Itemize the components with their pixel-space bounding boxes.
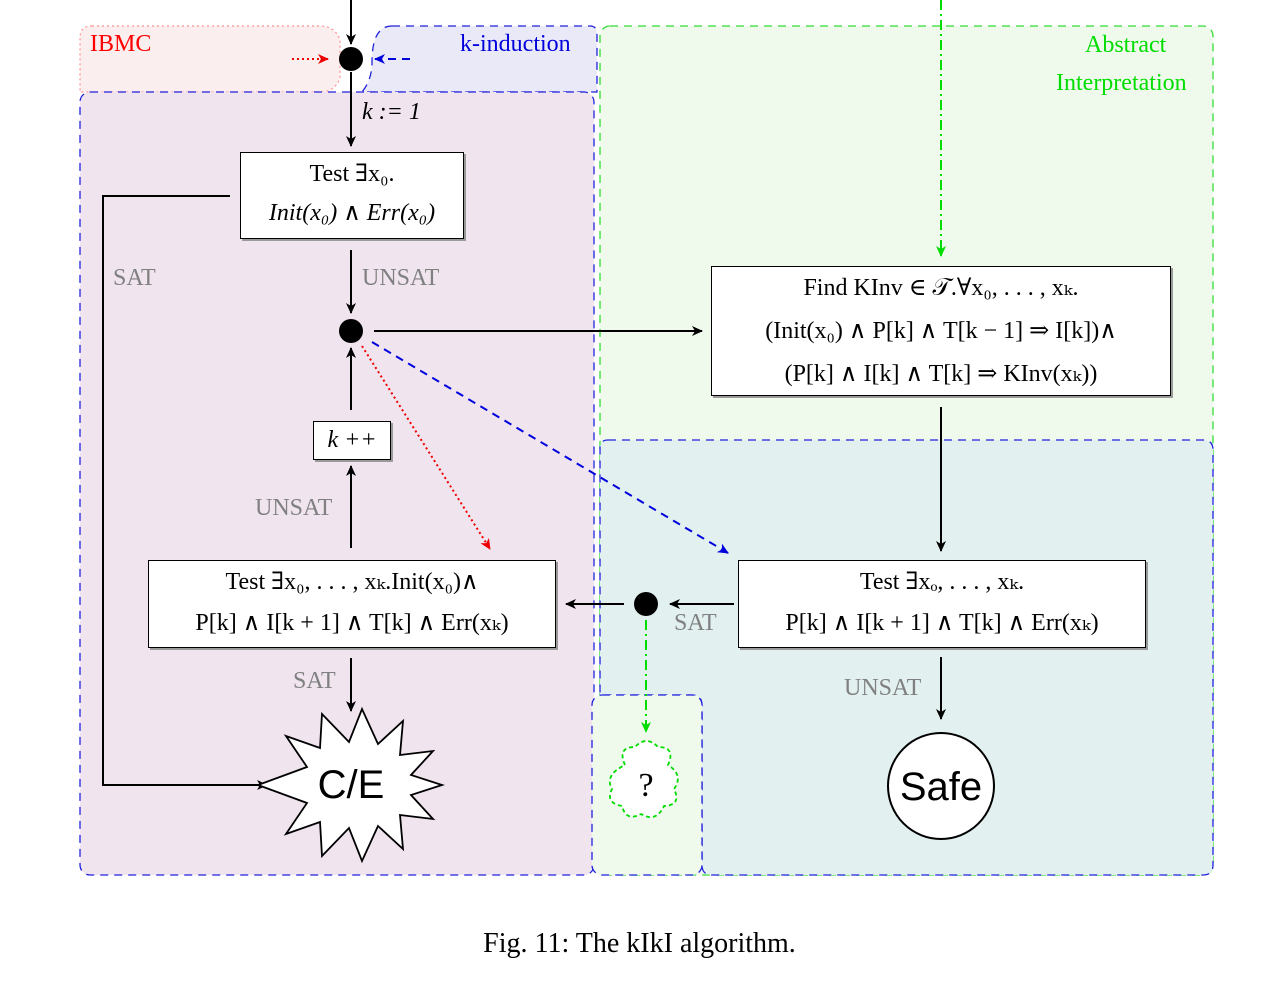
test-init-node: Test ∃x₀. Init(x₀) ∧ Err(x₀) <box>240 152 464 239</box>
ibmc-region <box>79 91 595 876</box>
safe-circle <box>887 732 995 840</box>
test-kind-line2: P[k] ∧ I[k + 1] ∧ T[k] ∧ Err(xₖ) <box>785 610 1099 636</box>
sat-junction <box>634 592 658 616</box>
kinduction-lower-region <box>599 439 1214 876</box>
counterexample-label: C/E <box>317 763 385 807</box>
unsat-left-label: UNSAT <box>255 495 333 521</box>
loop-junction <box>339 319 363 343</box>
init-k-label: k := 1 <box>362 99 421 125</box>
find-kinv-line2: (Init(x₀) ∧ P[k] ∧ T[k − 1] ⇒ I[k])∧ <box>765 318 1117 344</box>
test-bmc-node: Test ∃x₀, . . . , xₖ.Init(x₀)∧ P[k] ∧ I[… <box>148 560 556 648</box>
test-bmc-line1: Test ∃x₀, . . . , xₖ.Init(x₀)∧ <box>225 569 479 595</box>
test-kind-line1: Test ∃xₒ, . . . , xₖ. <box>859 569 1025 595</box>
start-junction <box>339 47 363 71</box>
abstract-label-line1: Abstract <box>1085 32 1167 58</box>
test-init-line2: Init(x₀) ∧ Err(x₀) <box>268 200 436 226</box>
figure-caption: Fig. 11: The kIkI algorithm. <box>483 928 796 959</box>
counterexample-starburst <box>255 706 445 864</box>
sat-bottom-label: SAT <box>293 668 336 694</box>
find-kinv-line1: Find KInv ∈ 𝒯.∀x₀, . . . , xₖ. <box>803 275 1079 301</box>
abstract-label-line2: Interpretation <box>1056 70 1187 96</box>
kinduction-region-tab <box>360 25 598 93</box>
unknown-label: ? <box>638 767 654 804</box>
unknown-cloud <box>608 740 679 818</box>
safe-label: Safe <box>899 765 983 809</box>
find-kinv-line3: (P[k] ∧ I[k] ∧ T[k] ⇒ KInv(xₖ)) <box>784 361 1098 387</box>
black-edges <box>102 0 946 790</box>
unsat-right-label: UNSAT <box>844 675 922 701</box>
ibmc-label: IBMC <box>90 31 152 57</box>
k-increment-node: k ++ <box>313 421 391 460</box>
region-backgrounds <box>79 25 1214 876</box>
kinduction-label: k-induction <box>460 31 571 57</box>
sat-right-label: SAT <box>674 610 717 636</box>
sat-left-arrow <box>102 195 268 790</box>
test-kind-node: Test ∃xₒ, . . . , xₖ. P[k] ∧ I[k + 1] ∧ … <box>738 560 1146 648</box>
test-init-line1: Test ∃x₀. <box>309 161 395 187</box>
unsat-top-label: UNSAT <box>362 265 440 291</box>
test-bmc-line2: P[k] ∧ I[k + 1] ∧ T[k] ∧ Err(xₖ) <box>195 610 509 636</box>
find-kinv-node: Find KInv ∈ 𝒯.∀x₀, . . . , xₖ. (Init(x₀)… <box>711 266 1171 396</box>
ibmc-region-tab <box>79 25 341 93</box>
k-increment-label: k ++ <box>327 427 377 453</box>
sat-left-label: SAT <box>113 265 156 291</box>
